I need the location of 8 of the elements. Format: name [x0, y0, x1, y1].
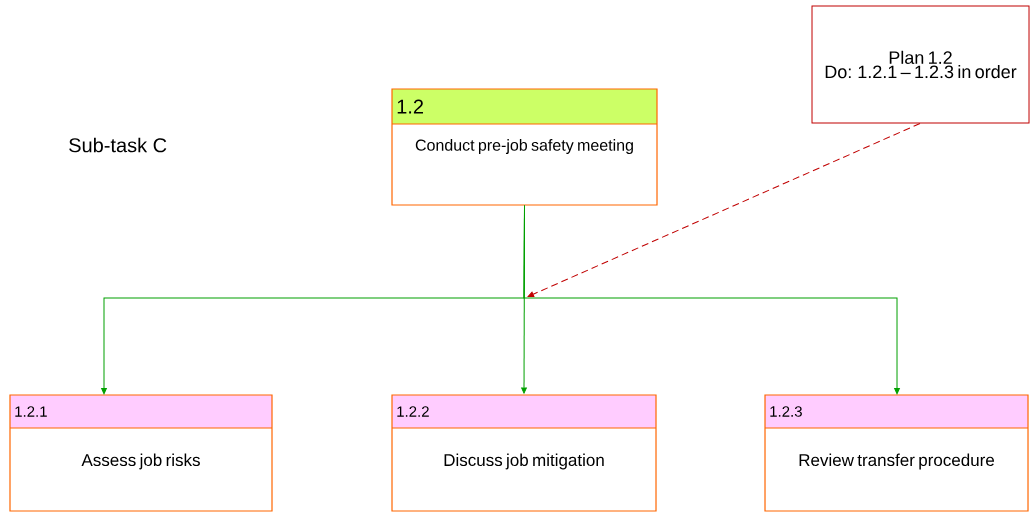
- sub-task-label: Sub-task C: [69, 137, 167, 153]
- connector-arrow: [523, 205, 900, 395]
- task-box: 1.2.2 Discuss job mitigation: [391, 394, 657, 512]
- task-box: 1.2.3 Review transfer procedure: [764, 394, 1029, 512]
- task-box: 1.2 Conduct pre-job safety meeting: [391, 88, 658, 206]
- plan-box: Plan 1.2 Do: 1.2.1 – 1.2.3 in order: [811, 5, 1030, 124]
- task-box: 1.2.1 Assess job risks: [9, 394, 273, 512]
- connector-arrow: [527, 123, 921, 298]
